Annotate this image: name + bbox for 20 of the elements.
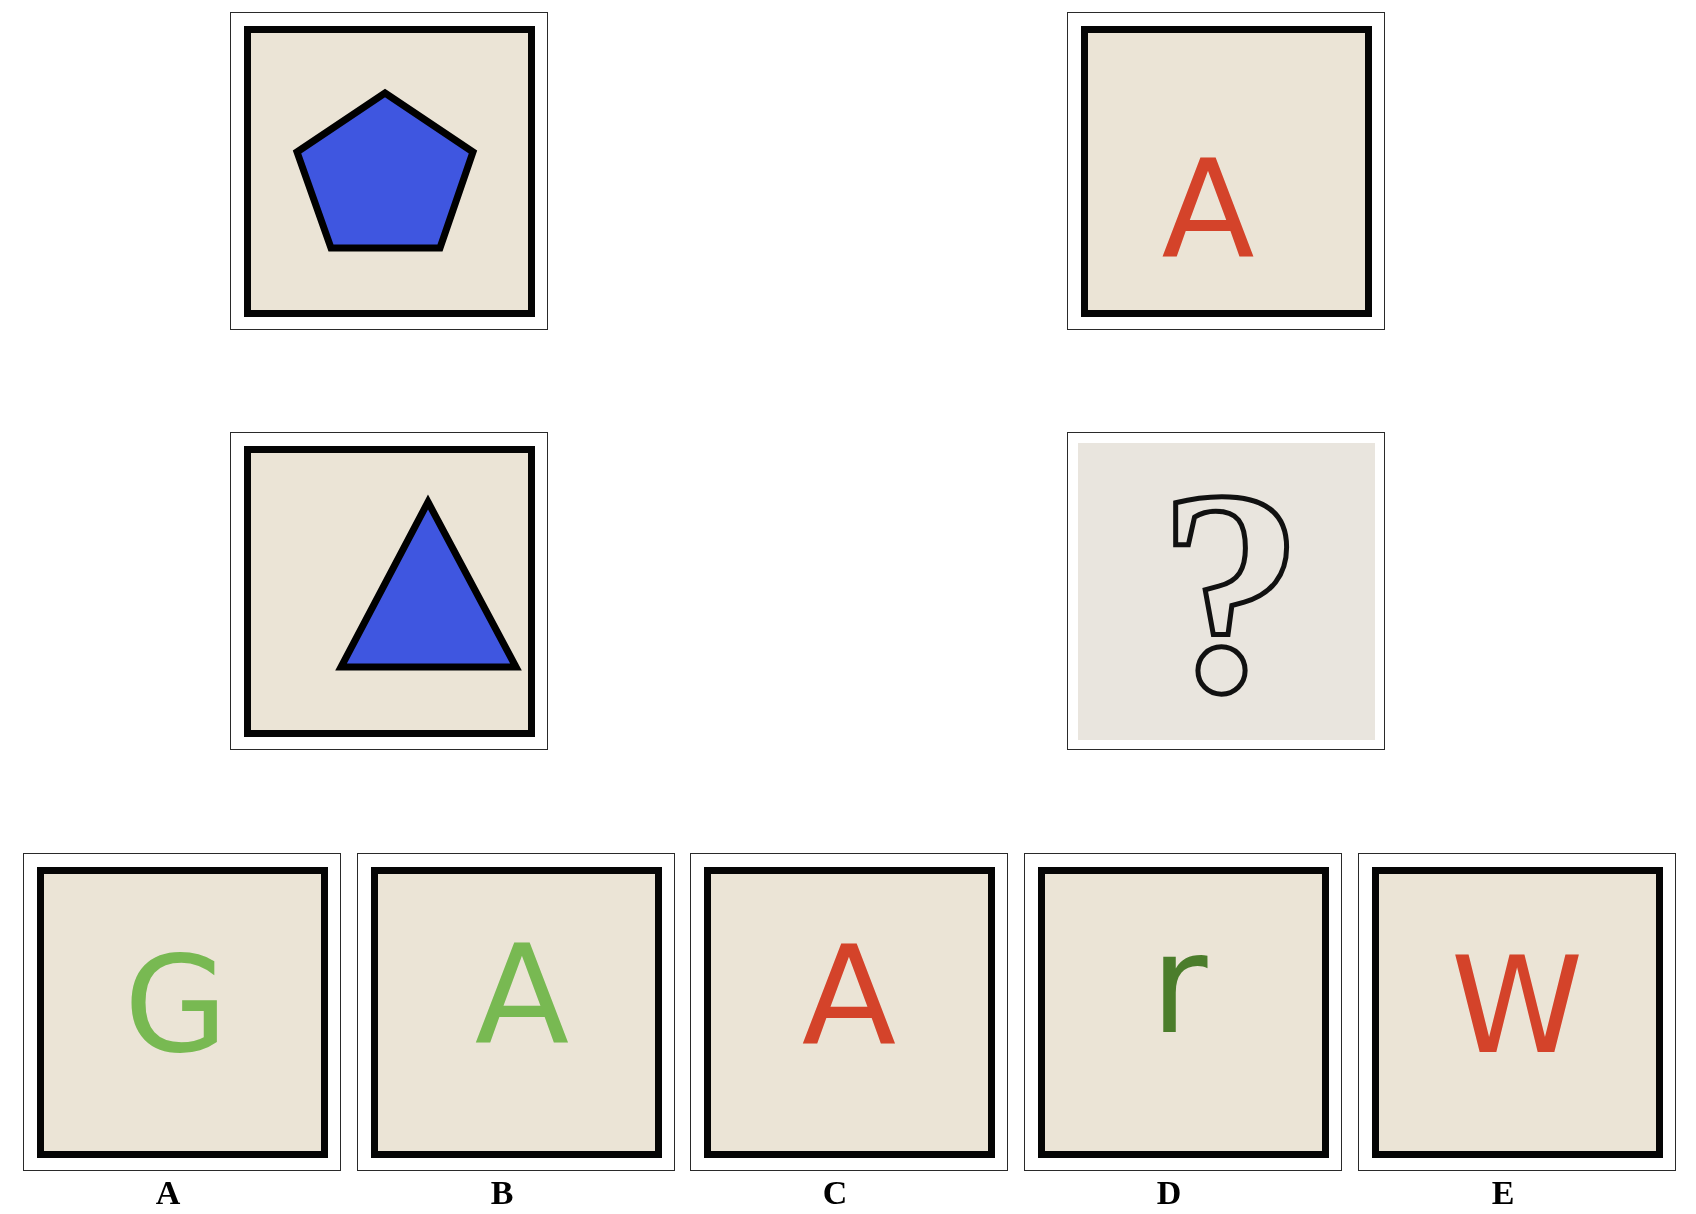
puzzle-card: [23, 853, 341, 1171]
puzzle-card: [230, 432, 548, 750]
option-label: A: [155, 1175, 181, 1210]
puzzle-card: [1358, 853, 1676, 1171]
puzzle-card: [690, 853, 1008, 1171]
letter-text: A: [474, 927, 570, 1066]
puzzle-card: [230, 12, 548, 330]
letter-text: W: [1450, 938, 1584, 1073]
option-label: B: [490, 1175, 514, 1210]
letter-text: A: [801, 928, 897, 1067]
option-label: D: [1156, 1175, 1182, 1210]
question-mark: ?: [1158, 446, 1304, 739]
letter-text: r: [1150, 916, 1208, 1055]
letter-text: A: [1161, 140, 1255, 277]
letter-text: G: [124, 937, 228, 1072]
option-label: E: [1491, 1175, 1515, 1210]
option-label: C: [822, 1175, 848, 1210]
puzzle-card: [1024, 853, 1342, 1171]
puzzle-card: [357, 853, 675, 1171]
puzzle-card: [1067, 12, 1385, 330]
